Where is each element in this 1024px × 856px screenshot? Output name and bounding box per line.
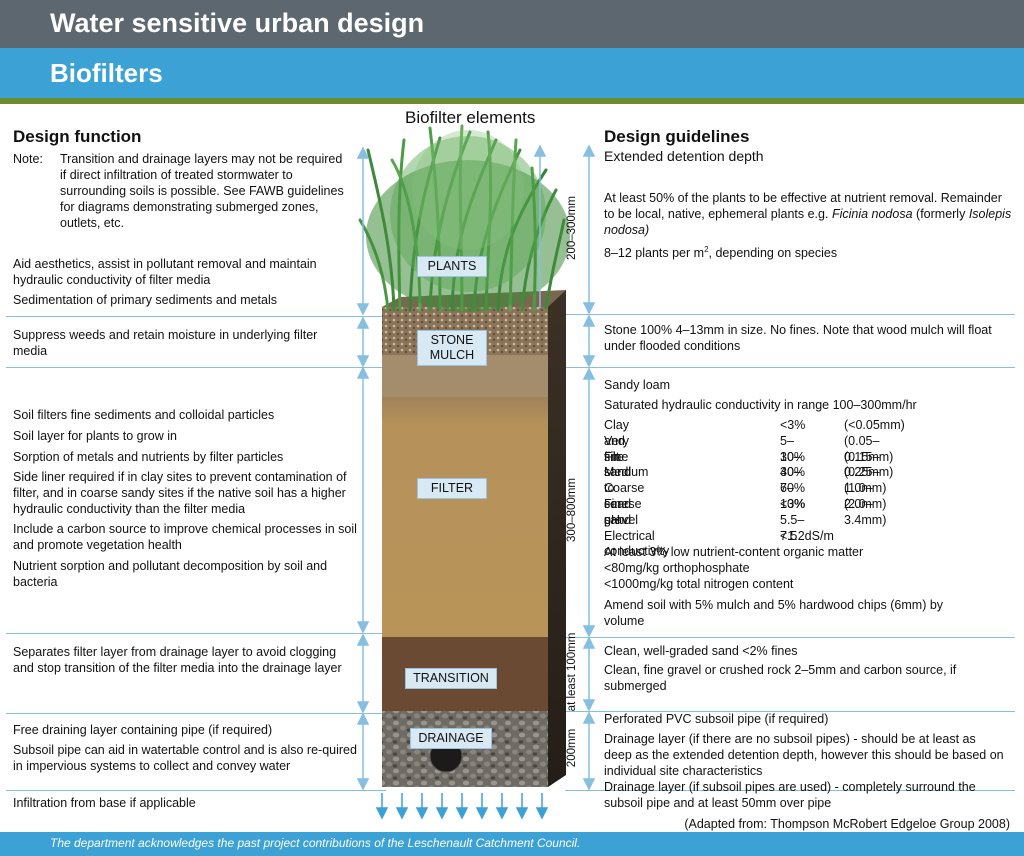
separator-filter-top	[6, 367, 386, 368]
drainage-function-2: Subsoil pipe can aid in watertable contr…	[13, 743, 357, 773]
soil-percentage: <1.2dS/m	[780, 528, 834, 543]
depth-label-mulch: 50mm	[566, 324, 578, 356]
drainage-guideline-1: Perforated PVC subsoil pipe (if required…	[604, 712, 829, 726]
filter-guideline-2: Saturated hydraulic conductivity in rang…	[604, 398, 917, 412]
note-label: Note:	[13, 152, 43, 166]
soil-component: Very fine sand	[604, 433, 632, 480]
transition-guideline-1: Clean, well-graded sand <2% fines	[604, 644, 798, 658]
drainage-guideline-2: Drainage layer (if there are no subsoil …	[604, 732, 1004, 778]
transition-function-1: Separates filter layer from drainage lay…	[13, 645, 342, 675]
footer-acknowledgement: The department acknowledges the past pro…	[50, 836, 581, 850]
separator-drainage-top	[6, 713, 386, 714]
plants-function-2: Sedimentation of primary sediments and m…	[13, 293, 278, 307]
footer-bar: The department acknowledges the past pro…	[0, 832, 1024, 856]
filter-function-3: Sorption of metals and nutrients by filt…	[13, 450, 284, 464]
particle-size: (0.25–1.0mm)	[844, 465, 887, 496]
depth-label-filter: 300–800mm	[566, 478, 578, 542]
layer-label-plants: PLANTS	[417, 256, 487, 277]
drainage-function-1: Free draining layer containing pipe (if …	[13, 723, 273, 737]
header-rule	[0, 98, 1024, 104]
filter-guideline-4: <80mg/kg orthophosphate	[604, 561, 750, 575]
soil-component: Electrical conductivity	[604, 528, 670, 559]
filter-function-4: Side liner required if in clay sites to …	[13, 470, 347, 516]
filter-guideline-1: Sandy loam	[604, 378, 671, 392]
design-guidelines-heading: Design guidelines	[604, 127, 750, 146]
soil-percentage: <3%	[780, 418, 806, 432]
note-text: Transition and drainage layers may not b…	[60, 152, 344, 230]
plants-guideline-2: 8–12 plants per m2, depending on species	[604, 245, 838, 261]
separator-right-base	[565, 790, 1015, 791]
drainage-guideline-3: Drainage layer (if subsoil pipes are use…	[604, 780, 976, 810]
layer-label-drainage: DRAINAGE	[410, 728, 492, 749]
subheader-bar: Biofilters	[0, 48, 1024, 98]
filter-function-1: Soil filters fine sediments and colloida…	[13, 408, 275, 422]
plants-function-1: Aid aesthetics, assist in pollutant remo…	[13, 257, 317, 287]
page-subtitle: Biofilters	[50, 58, 163, 88]
particle-size: (2.0–3.4mm)	[844, 496, 887, 527]
particle-size: (0.15–0.25mm)	[844, 449, 894, 480]
infiltration-arrows	[375, 793, 549, 820]
particle-size: (0.05–0.15mm)	[844, 433, 894, 464]
layer-label-filter: FILTER	[417, 478, 487, 499]
source-citation: (Adapted from: Thompson McRobert Edgeloe…	[684, 817, 1010, 831]
filter-function-5: Include a carbon source to improve chemi…	[13, 522, 357, 552]
separator-right-drainage	[565, 711, 1015, 712]
filter-guideline-6: Amend soil with 5% mulch and 5% hardwood…	[604, 598, 944, 628]
soil-percentage: 7–10%	[780, 481, 806, 511]
soil-component: Clay and silt	[604, 418, 630, 464]
soil-component: Coarse sand	[604, 481, 645, 511]
soil-percentage: 40–60%	[780, 465, 806, 496]
separator-right-transition	[565, 637, 1015, 638]
separator-right-mulch	[565, 314, 1015, 315]
soil-component: Fine sand	[604, 449, 632, 480]
soil-percentage: 10–30%	[780, 449, 806, 480]
left-dimension-arrows	[356, 146, 370, 791]
design-function-heading: Design function	[13, 127, 142, 146]
filter-function-2: Soil layer for plants to grow in	[13, 429, 177, 443]
page-title: Water sensitive urban design	[50, 8, 425, 38]
separator-mulch-top	[6, 316, 386, 317]
particle-size: (<0.05mm)	[844, 418, 905, 432]
layer-label-stone-mulch: STONE MULCH	[417, 330, 487, 366]
soil-percentage: 5–30%	[780, 433, 806, 464]
filter-guideline-3: At least 3% low nutrient-content organic…	[604, 545, 864, 559]
transition-guideline-2: Clean, fine gravel or crushed rock 2–5mm…	[604, 663, 957, 693]
diagram-title: Biofilter elements	[405, 108, 536, 127]
soil-component: Medium to coarse sand	[604, 465, 649, 527]
separator-transition-top	[6, 633, 386, 634]
mulch-function-1: Suppress weeds and retain moisture in un…	[13, 328, 318, 358]
plants-guideline-1: At least 50% of the plants to be effecti…	[604, 191, 1012, 237]
extended-detention-label: Extended detention depth	[604, 148, 764, 164]
filter-guideline-5: <1000mg/kg total nitrogen content	[604, 577, 794, 591]
soil-percentage: <3%	[780, 496, 806, 511]
layer-label-transition: TRANSITION	[405, 668, 497, 689]
soil-component: Fine gravel	[604, 496, 639, 527]
separator-base	[6, 790, 386, 791]
soil-percentage: 5.5–7.5	[780, 512, 805, 543]
particle-size: (1.0–2.0mm)	[844, 481, 887, 511]
depth-label-drainage: 200mm	[566, 728, 578, 768]
depth-label-plants: 200–300mm	[566, 196, 578, 260]
soil-component: pH	[604, 512, 620, 527]
header-bar: Water sensitive urban design	[0, 0, 1024, 48]
right-dimension-arrows	[533, 144, 596, 791]
filter-function-6: Nutrient sorption and pollutant decompos…	[13, 559, 328, 589]
separator-right-filter	[565, 367, 1015, 368]
depth-label-transition: at least 100mm	[566, 632, 578, 712]
mulch-guideline-1: Stone 100% 4–13mm in size. No fines. Not…	[604, 323, 992, 353]
base-function: Infiltration from base if applicable	[13, 796, 196, 810]
